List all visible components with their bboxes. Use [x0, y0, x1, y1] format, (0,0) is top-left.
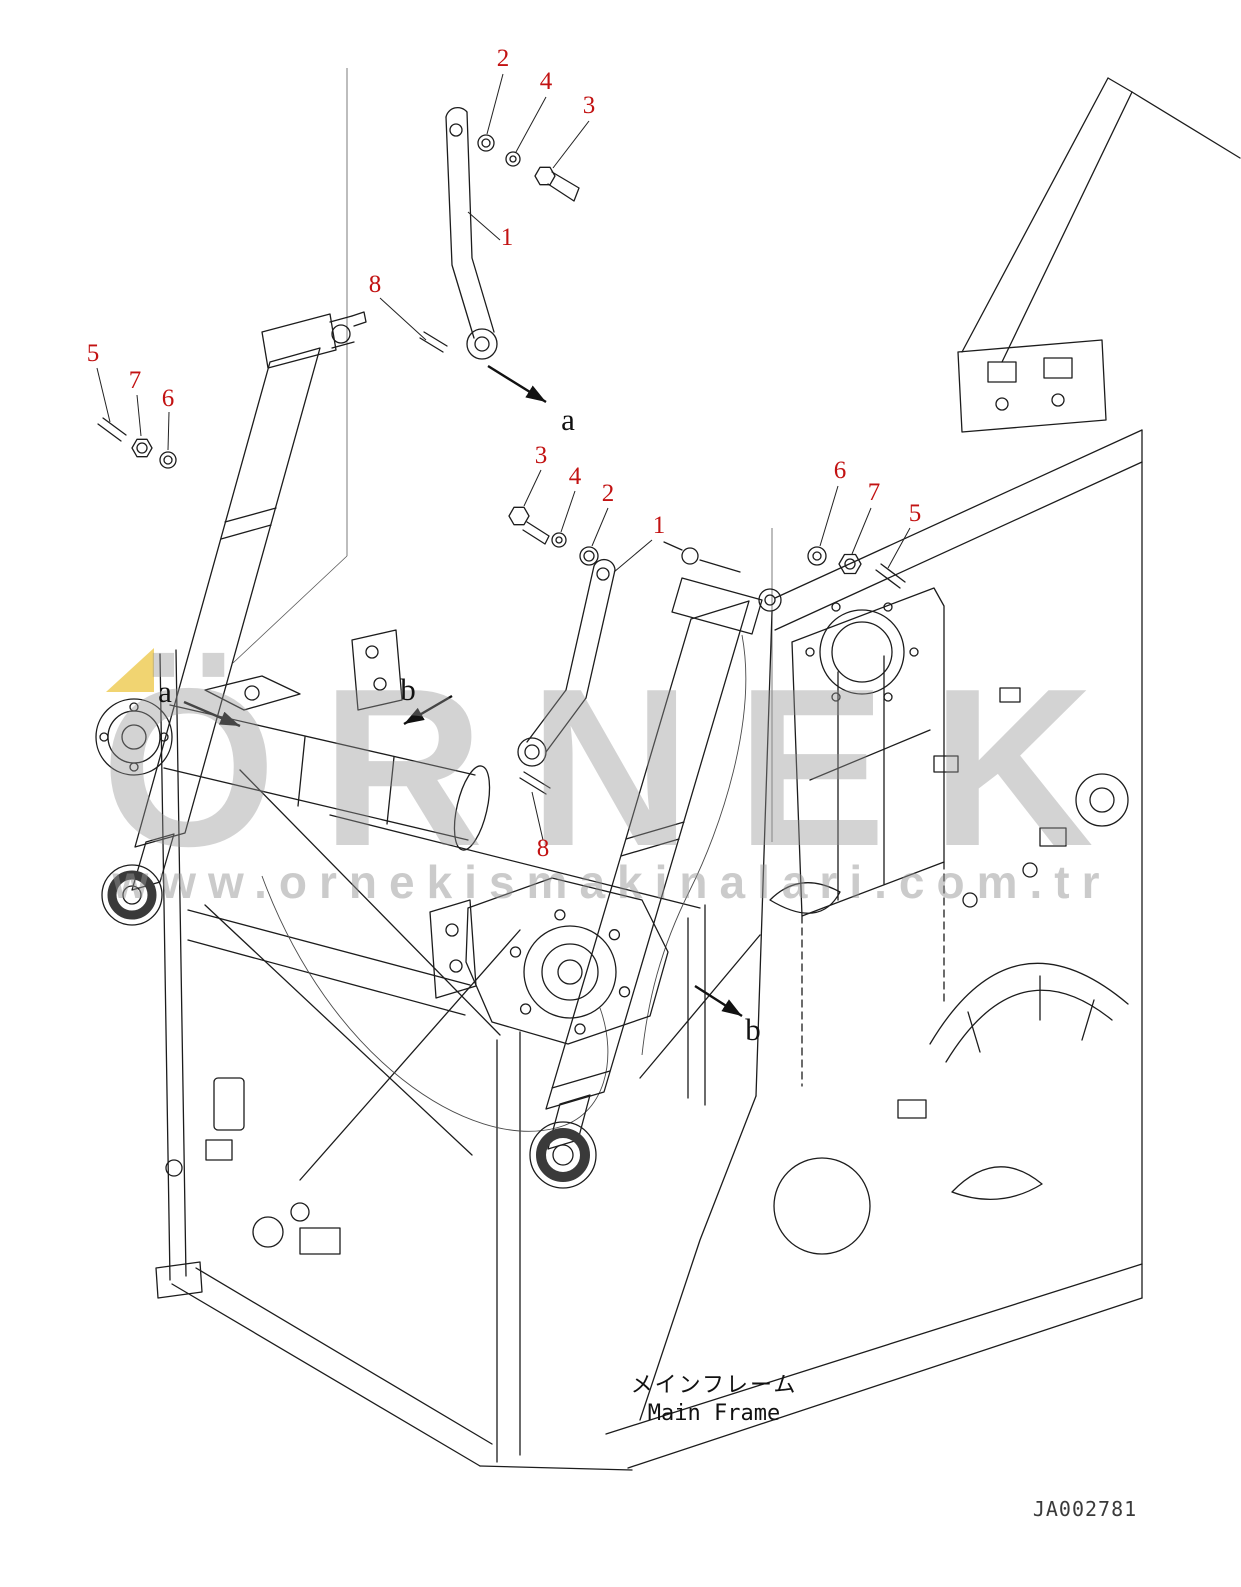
- callout-3-mid: 3: [535, 442, 548, 469]
- watermark: ÖRNEK www.ornekismakinalari.com.tr: [101, 641, 1139, 908]
- callout-numbers: 2 4 3 1 8 5 7 6 3 4 2 1 6 7 5 8: [87, 45, 922, 862]
- callout-8-top: 8: [369, 271, 382, 298]
- callout-1-top: 1: [501, 224, 514, 251]
- fasteners-right: [807, 546, 906, 589]
- main-frame-label-ja: メインフレーム: [631, 1373, 798, 1398]
- view-label-a-left: a: [158, 674, 172, 709]
- callout-5-left: 5: [87, 340, 100, 367]
- main-frame-label-en: Main Frame: [648, 1401, 780, 1426]
- callout-4-top: 4: [540, 68, 553, 95]
- fasteners-left: [97, 417, 177, 469]
- view-label-b-low: b: [745, 1012, 761, 1047]
- callout-6-right: 6: [834, 457, 847, 484]
- tilt-cylinder-right: [529, 541, 782, 1189]
- callout-2-mid: 2: [602, 480, 615, 507]
- callout-7-left: 7: [129, 367, 142, 394]
- lever-top-assembly: [419, 106, 580, 360]
- phantom-boundary-lines: [232, 68, 773, 842]
- main-frame-left-structure: [155, 629, 706, 1471]
- view-label-b-mid: b: [400, 672, 416, 707]
- callout-7-right: 7: [868, 479, 881, 506]
- view-label-a-top: a: [561, 402, 575, 437]
- watermark-title: ÖRNEK: [101, 641, 1139, 893]
- footer-labels: メインフレーム Main Frame JA002781: [631, 1373, 1137, 1521]
- callout-5-right: 5: [909, 500, 922, 527]
- callout-6-left: 6: [162, 385, 175, 412]
- watermark-url: www.ornekismakinalari.com.tr: [112, 856, 1112, 908]
- trunnion-cylinder: [95, 675, 491, 851]
- callout-8-mid: 8: [537, 835, 550, 862]
- watermark-accent-triangle: [106, 648, 154, 692]
- view-letters: a a b b: [158, 402, 761, 1047]
- callout-3-top: 3: [583, 92, 596, 119]
- callout-2-top: 2: [497, 45, 510, 72]
- callout-leader-lines: [96, 73, 911, 841]
- view-arrows: [183, 364, 743, 1018]
- callout-4-mid: 4: [569, 463, 582, 490]
- drawing-number: JA002781: [1033, 1497, 1137, 1521]
- callout-1-mid: 1: [653, 512, 666, 539]
- tilt-cylinder-left: [101, 311, 367, 926]
- center-gearbox: [429, 877, 669, 1045]
- lever-middle-assembly: [508, 506, 616, 795]
- main-frame-right-structure: [605, 77, 1241, 1469]
